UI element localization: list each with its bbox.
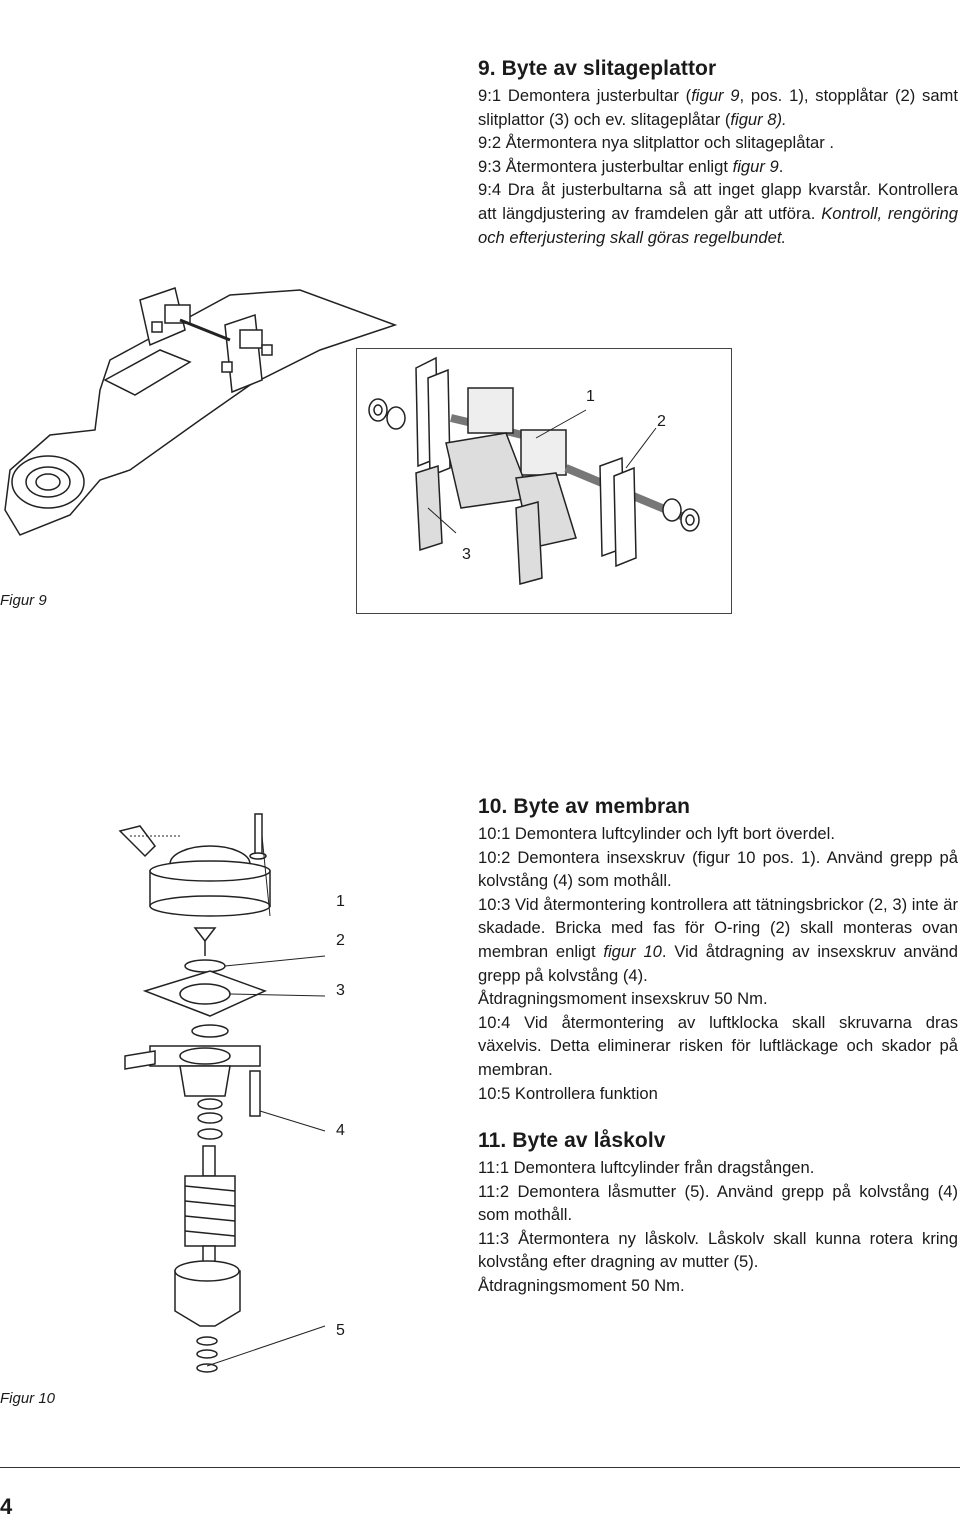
step-11-2: 11:2 Demontera låsmutter (5). Använd gre… [478, 1181, 958, 1225]
fig10-callout-1: 1 [336, 893, 345, 910]
figure-10-exploded-diagram [118, 813, 326, 1373]
footer-divider [0, 1467, 960, 1468]
section-10-title: 10. Byte av membran [478, 795, 691, 818]
step-9-3: 9:3 Återmontera justerbultar enligt figu… [478, 156, 784, 176]
figure-9-label: Figur 9 [0, 592, 47, 609]
torque-10: Åtdragningsmoment insexskruv 50 Nm. [478, 989, 768, 1009]
step-9-2: 9:2 Återmontera nya slitplattor och slit… [478, 133, 835, 153]
fig9-callout-3: 3 [462, 546, 471, 563]
tow-bar-illustration [4, 287, 398, 536]
fig10-callout-5: 5 [336, 1322, 345, 1339]
step-10-4: 10:4 Vid återmontering av luftklocka ska… [478, 1012, 958, 1079]
section-11-title: 11. Byte av låskolv [478, 1129, 666, 1152]
section-9-title: 9. Byte av slitageplattor [478, 57, 717, 80]
figure-10-label: Figur 10 [0, 1390, 56, 1407]
step-10-3: 10:3 Vid återmontering kontrollera att t… [478, 894, 958, 985]
section-10: 10. Byte av membran 10:1 Demontera luftc… [478, 794, 958, 1105]
step-11-1: 11:1 Demontera luftcylinder från dragstå… [478, 1158, 815, 1177]
step-10-2: 10:2 Demontera insexskruv (figur 10 pos.… [478, 847, 958, 891]
step-9-4: 9:4 Dra åt justerbultarna så att inget g… [478, 180, 958, 247]
figure-9-detail-diagram [356, 348, 732, 614]
fig9-callout-1: 1 [586, 388, 595, 405]
step-9-1: 9:1 Demontera justerbultar (figur 9, pos… [478, 86, 958, 129]
section-9: 9. Byte av slitageplattor 9:1 Demontera … [478, 56, 958, 249]
fig10-callout-2: 2 [336, 932, 345, 949]
step-10-5: 10:5 Kontrollera funktion [478, 1083, 658, 1103]
fig10-callout-3: 3 [336, 982, 345, 999]
fig9-callout-2: 2 [657, 413, 666, 430]
fig10-callout-4: 4 [336, 1122, 345, 1139]
torque-11: Åtdragningsmoment 50 Nm. [478, 1275, 685, 1295]
step-11-3: 11:3 Återmontera ny låskolv. Låskolv ska… [478, 1228, 958, 1272]
step-10-1: 10:1 Demontera luftcylinder och lyft bor… [478, 824, 835, 843]
section-11: 11. Byte av låskolv 11:1 Demontera luftc… [478, 1128, 958, 1298]
page-number: 4 [0, 1494, 13, 1519]
